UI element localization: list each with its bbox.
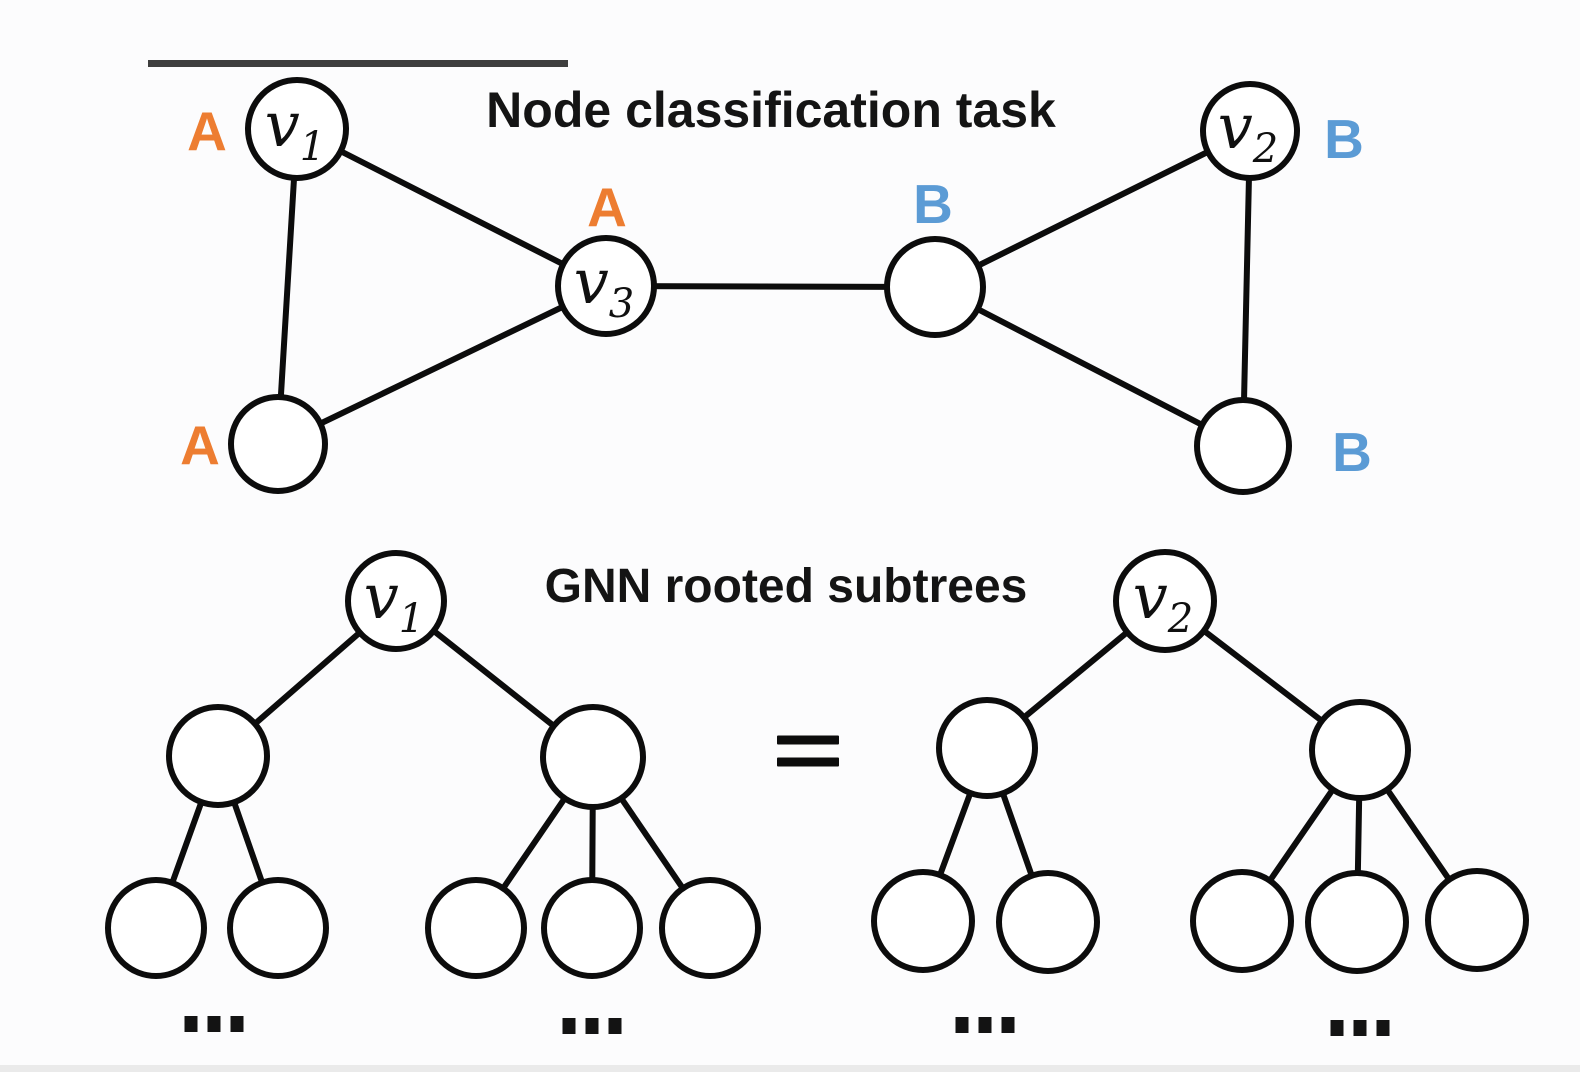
title-node-classification: Node classification task	[486, 82, 1056, 138]
gnn-subtree-v1: v1	[105, 550, 761, 1034]
ellipsis-dot	[562, 1018, 576, 1034]
node-Ll5	[659, 877, 761, 979]
ellipsis-dots	[562, 1018, 622, 1034]
node-v2	[1200, 81, 1300, 181]
edge-v1-v3	[294, 126, 609, 289]
gnn-subtree-v2: v2	[871, 549, 1529, 1036]
ellipsis-dots	[955, 1017, 1015, 1033]
node-Ll2	[227, 877, 329, 979]
edge-u2-v2	[932, 128, 1253, 290]
node-Rl2	[996, 870, 1100, 974]
ellipsis-dot	[1376, 1020, 1390, 1036]
ellipsis-dot	[585, 1018, 599, 1034]
edge-v1-u1	[275, 126, 300, 447]
node-Rl1	[871, 869, 975, 973]
ellipsis-dots	[1330, 1020, 1390, 1036]
bottom-edge-strip	[0, 1065, 1580, 1072]
ellipsis-dot	[1001, 1017, 1015, 1033]
node-Rc2	[1309, 699, 1411, 801]
edge-v2-u3	[1240, 128, 1253, 449]
ellipsis-dots	[184, 1016, 244, 1032]
class-label-a-1: A	[180, 414, 220, 476]
ellipsis-dot	[184, 1016, 198, 1032]
node-u2	[884, 236, 986, 338]
ellipsis-dot	[1330, 1020, 1344, 1036]
ellipsis-dot	[608, 1018, 622, 1034]
node-Lc2	[540, 704, 646, 810]
class-label-b-5: B	[1332, 421, 1372, 483]
node-Rl4	[1305, 870, 1409, 974]
node-label-v2: v2	[1218, 90, 1278, 172]
node-v3	[555, 235, 657, 337]
edge-u1-v3	[275, 283, 609, 447]
node-Rroot	[1113, 549, 1217, 653]
node-label-Rroot: v2	[1133, 560, 1193, 642]
node-label-v1: v1	[265, 88, 325, 170]
ellipsis-dot	[207, 1016, 221, 1032]
title-gnn-subtrees: GNN rooted subtrees	[545, 560, 1028, 613]
node-Ll4	[541, 877, 643, 979]
node-Rl3	[1190, 869, 1294, 973]
node-v1	[245, 77, 349, 181]
ellipsis-dot	[1353, 1020, 1367, 1036]
node-Rl5	[1425, 868, 1529, 972]
node-Lc1	[166, 704, 270, 808]
edge-v3-u2	[603, 283, 938, 290]
edge-u2-u3	[932, 284, 1246, 449]
ellipsis-dot	[955, 1017, 969, 1033]
node-label-Lroot: v1	[364, 560, 424, 642]
class-label-a-2: A	[587, 176, 627, 238]
ellipsis-dot	[230, 1016, 244, 1032]
class-label-b-4: B	[1324, 108, 1364, 170]
equals-top-bar	[777, 735, 839, 745]
node-Lroot	[345, 550, 447, 652]
class-label-a-0: A	[187, 100, 227, 162]
node-Ll3	[425, 877, 527, 979]
node-Ll1	[105, 877, 207, 979]
node-u1	[228, 394, 328, 494]
node-Rc1	[936, 697, 1038, 799]
ellipsis-dot	[978, 1017, 992, 1033]
node-label-v3: v3	[574, 245, 634, 327]
node-u3	[1194, 397, 1292, 495]
class-label-b-3: B	[913, 173, 953, 235]
equals-sign	[777, 735, 839, 767]
equals-bottom-bar	[777, 757, 839, 767]
node-classification-graph: v1 v3 v2	[228, 77, 1300, 495]
top-line-artifact	[148, 60, 568, 67]
